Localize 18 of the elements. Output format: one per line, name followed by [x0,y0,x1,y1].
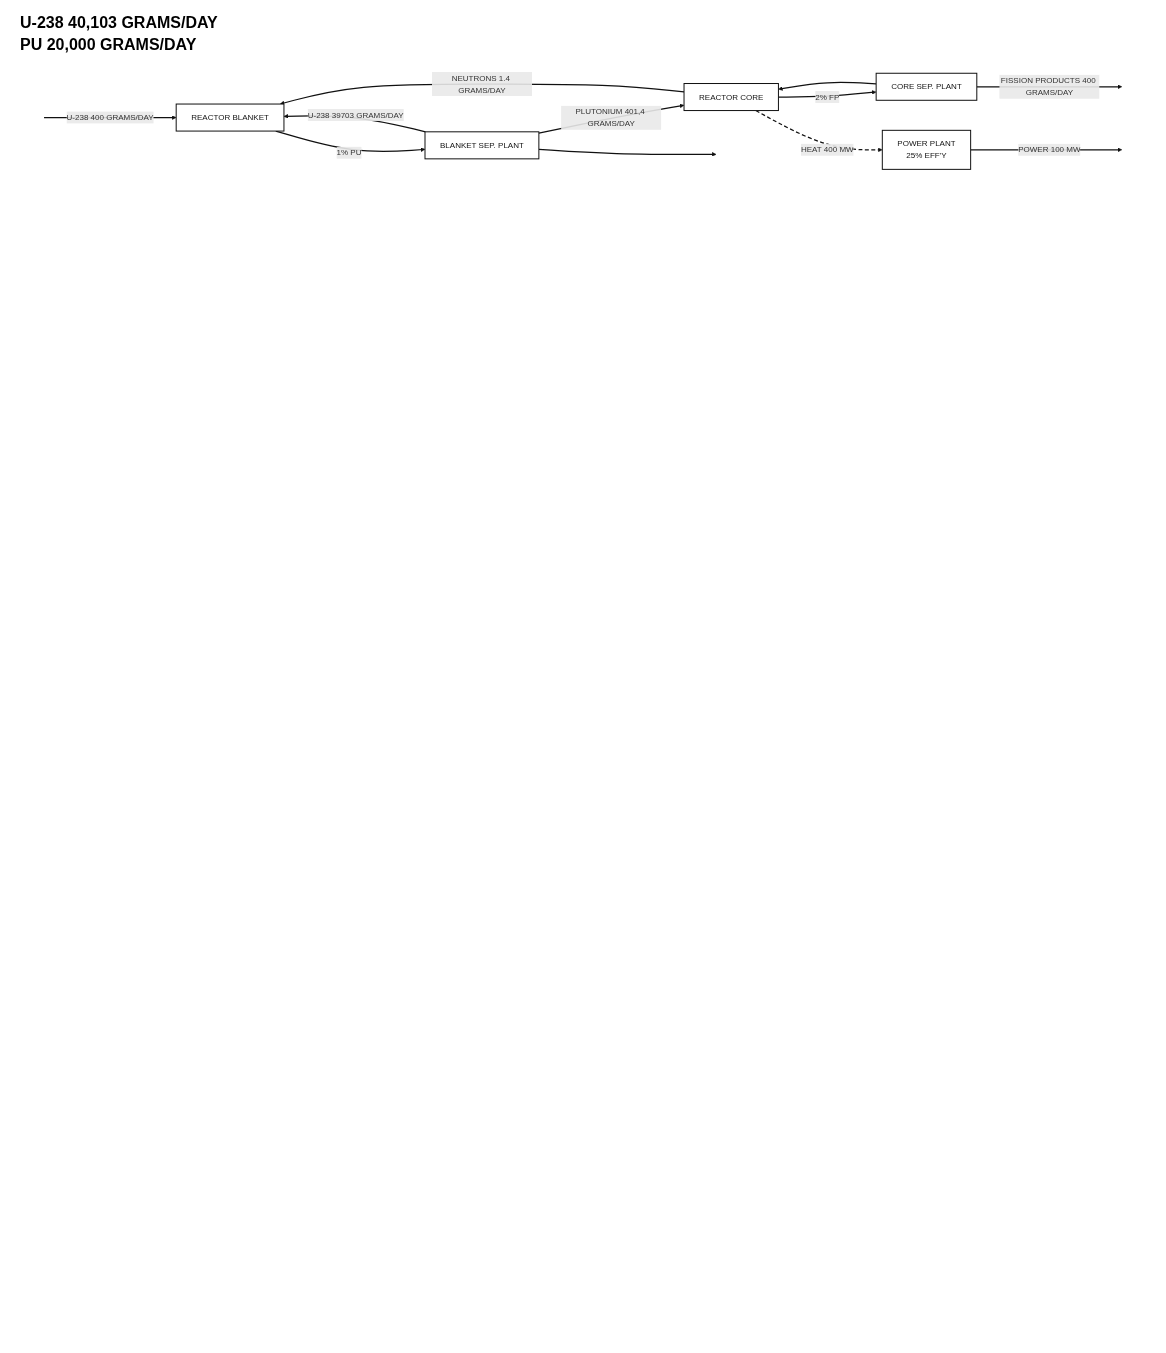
edge-label: NEUTRONS 1.4 GRAMS/DAY [451,73,510,95]
node-box: CORE SEP. PLANT [875,72,978,101]
edge-label: POWER 100 MW [1018,145,1081,154]
edge-label: 1% PU [336,148,362,157]
edge-label: HEAT 400 MW [800,145,854,154]
flow-note: PU 20,000 GRAMS/DAY [20,36,198,54]
edge-label: U-238 400 GRAMS/DAY [66,113,154,122]
arrow [778,81,877,91]
arrow [538,148,717,157]
node-box: POWER PLANT 25% EFF'Y [881,129,972,170]
node-box: BLANKET SEP. PLANT [424,131,540,160]
node-box: REACTOR CORE [683,83,779,112]
edge-label: FISSION PRODUCTS 400 GRAMS/DAY [1000,76,1096,97]
flow-note: U-238 40,103 GRAMS/DAY [20,14,219,32]
edge-label: U-238 39703 GRAMS/DAY [307,110,404,120]
edge-label: 2% FP [815,92,840,102]
edge-label: PLUTONIUM 401,4 GRAMS/DAY [575,107,645,128]
node-box: REACTOR BLANKET [175,103,285,132]
